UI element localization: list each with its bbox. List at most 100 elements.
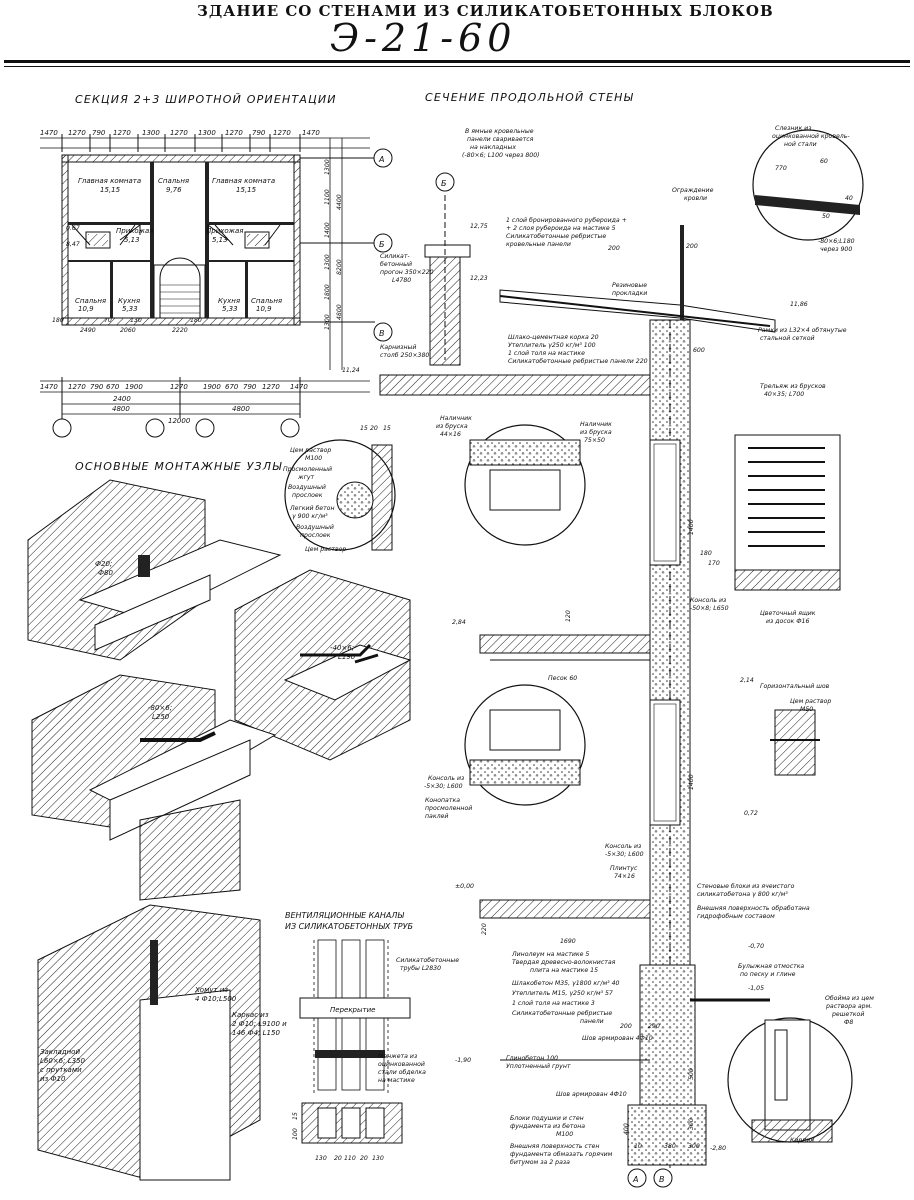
axis-v: В	[379, 329, 385, 338]
svg-text:15,15: 15,15	[236, 186, 257, 194]
svg-text:2490: 2490	[80, 327, 96, 334]
svg-text:15: 15	[360, 425, 368, 432]
svg-text:1270: 1270	[68, 383, 86, 391]
plan-top-dims: 1470 1270 790 1270 1300 1270 1300 1270 7…	[40, 129, 320, 137]
svg-text:Каркас из: Каркас из	[232, 1011, 269, 1019]
svg-text:70: 70	[104, 317, 112, 324]
vent-cross-section	[301, 1102, 403, 1144]
svg-text:2,84: 2,84	[452, 619, 466, 626]
svg-text:10: 10	[634, 1143, 642, 1150]
svg-text:74×16: 74×16	[614, 873, 635, 880]
svg-text:0,72: 0,72	[744, 810, 758, 817]
svg-text:2060: 2060	[120, 327, 136, 334]
svg-text:-5×30; L600: -5×30; L600	[424, 783, 463, 790]
svg-text:500: 500	[688, 1068, 695, 1080]
svg-text:из бруска: из бруска	[580, 428, 612, 436]
sheet-code: Э-21-60	[330, 16, 517, 60]
svg-text:Консоль из: Консоль из	[428, 775, 465, 782]
svg-text:Плинтус: Плинтус	[610, 865, 638, 872]
svg-text:прокладки: прокладки	[612, 290, 647, 297]
svg-text:Ф8: Ф8	[844, 1019, 853, 1026]
svg-text:L190: L190	[338, 653, 356, 661]
svg-text:Главная комната: Главная комната	[212, 177, 275, 185]
svg-text:битумом за 2 раза: битумом за 2 раза	[510, 1158, 570, 1166]
svg-text:раствора арм.: раствора арм.	[825, 1003, 872, 1010]
svg-text:200: 200	[608, 245, 620, 252]
svg-text:L60×6; L350: L60×6; L350	[40, 1057, 86, 1065]
svg-text:75×50: 75×50	[584, 437, 605, 444]
svg-text:Хомут из: Хомут из	[194, 986, 228, 994]
svg-text:5,33: 5,33	[222, 305, 238, 313]
nodes-title: ОСНОВНЫЕ МОНТАЖНЫЕ УЗЛЫ	[75, 460, 282, 473]
svg-text:Утеплитель М15, γ250 кг/м³ 57: Утеплитель М15, γ250 кг/м³ 57	[512, 990, 613, 997]
svg-text:Кухня: Кухня	[218, 297, 240, 305]
plan-side-dims: 1300 1100 1400 1300 1800 1300 4400 8200 …	[324, 159, 343, 330]
plan-room-labels: Главная комната 15,15 Спальня 9,76 Главн…	[52, 177, 282, 334]
svg-text:60: 60	[820, 158, 828, 165]
svg-text:Конопатка: Конопатка	[425, 797, 460, 804]
svg-text:1100: 1100	[324, 189, 331, 205]
svg-text:Шлакобетон М35, γ1800 кг/м³ 4: Шлакобетон М35, γ1800 кг/м³ 40	[512, 979, 620, 987]
svg-text:Спальня: Спальня	[75, 297, 106, 305]
svg-text:столб 250×380: столб 250×380	[380, 351, 429, 359]
svg-text:Утеплитель γ250 кг/м³ 100: Утеплитель γ250 кг/м³ 100	[508, 342, 596, 349]
svg-text:из бруска: из бруска	[436, 422, 468, 430]
svg-text:2400: 2400	[113, 395, 131, 403]
svg-text:Кирпич: Кирпич	[790, 1137, 814, 1144]
svg-text:+ 2 слоя рубероида на мастике: + 2 слоя рубероида на мастике 5	[506, 224, 616, 232]
svg-text:200: 200	[620, 1023, 632, 1030]
section-vent-channels: ВЕНТИЛЯЦИОННЫЕ КАНАЛЫ ИЗ СИЛИКАТОБЕТОННЫ…	[285, 911, 459, 1162]
svg-text:Наличник: Наличник	[580, 421, 612, 428]
svg-text:трубы L2830: трубы L2830	[400, 964, 441, 972]
svg-text:Песок 60: Песок 60	[548, 675, 577, 682]
svg-text:Цем раствор: Цем раствор	[790, 698, 831, 705]
svg-text:Стеновые блоки из ячеистого: Стеновые блоки из ячеистого	[697, 882, 795, 890]
svg-text:20: 20	[334, 1155, 342, 1162]
svg-text:Твердая древесно-волокнистая: Твердая древесно-волокнистая	[512, 959, 616, 966]
section-title: СЕЧЕНИЕ ПРОДОЛЬНОЙ СТЕНЫ	[425, 91, 634, 104]
svg-text:180: 180	[190, 317, 202, 324]
svg-text:110: 110	[344, 1155, 356, 1162]
svg-text:1300: 1300	[324, 254, 331, 270]
svg-text:1270: 1270	[170, 129, 188, 137]
section-axis-v: В	[659, 1175, 665, 1184]
svg-text:по песку и глине: по песку и глине	[740, 971, 796, 978]
svg-text:-1,90: -1,90	[455, 1057, 471, 1064]
svg-text:120: 120	[565, 610, 572, 622]
svg-text:М100: М100	[305, 455, 322, 462]
svg-text:Перекрытие: Перекрытие	[330, 1006, 375, 1014]
svg-text:Резиновые: Резиновые	[612, 282, 647, 289]
svg-text:5,13: 5,13	[212, 236, 228, 244]
svg-text:Ограждение: Ограждение	[672, 187, 714, 194]
svg-text:300: 300	[688, 1143, 700, 1150]
svg-text:130: 130	[315, 1155, 327, 1162]
svg-text:Уплотненный грунт: Уплотненный грунт	[506, 1063, 571, 1070]
svg-text:Цем раствор: Цем раствор	[290, 447, 331, 454]
svg-text:Ф20;: Ф20;	[95, 560, 112, 568]
svg-text:панели сваривается: панели сваривается	[467, 136, 534, 143]
svg-text:1400: 1400	[688, 519, 695, 535]
section-levels: 12,75 12,23 11,86 11,24 2,84 2,14 0,72 ±…	[342, 223, 808, 1152]
svg-text:фундамента обмазать горячим: фундамента обмазать горячим	[510, 1150, 613, 1158]
svg-text:1270: 1270	[113, 129, 131, 137]
svg-text:670: 670	[225, 383, 239, 391]
svg-text:10,9: 10,9	[78, 305, 94, 313]
sheet-title: ЗДАНИЕ СО СТЕНАМИ ИЗ СИЛИКАТОБЕТОННЫХ БЛ…	[197, 2, 774, 20]
svg-text:Кухня: Кухня	[118, 297, 140, 305]
svg-text:-80×6;L180: -80×6;L180	[818, 238, 855, 245]
svg-text:1270: 1270	[273, 129, 291, 137]
svg-text:790: 790	[252, 129, 266, 137]
svg-text:Силикатобетонные ребристые: Силикатобетонные ребристые	[506, 232, 606, 240]
section-wall-section: СЕЧЕНИЕ ПРОДОЛЬНОЙ СТЕНЫ Б А В	[342, 91, 874, 1188]
svg-text:0.67: 0.67	[66, 225, 80, 232]
svg-text:Цветочный ящик: Цветочный ящик	[760, 610, 816, 617]
svg-text:1270: 1270	[262, 383, 280, 391]
svg-text:-80×6;: -80×6;	[148, 704, 172, 712]
svg-text:15,15: 15,15	[100, 186, 121, 194]
svg-text:Глинобетон 100: Глинобетон 100	[506, 1054, 558, 1062]
svg-text:Линолеум на мастике 5: Линолеум на мастике 5	[511, 951, 589, 958]
section-notes: В ямные кровельные панели сваривается на…	[380, 125, 874, 1166]
svg-text:γ 900 кг/м³: γ 900 кг/м³	[292, 513, 328, 520]
svg-text:1270: 1270	[170, 383, 188, 391]
svg-text:бетонный: бетонный	[380, 260, 412, 268]
